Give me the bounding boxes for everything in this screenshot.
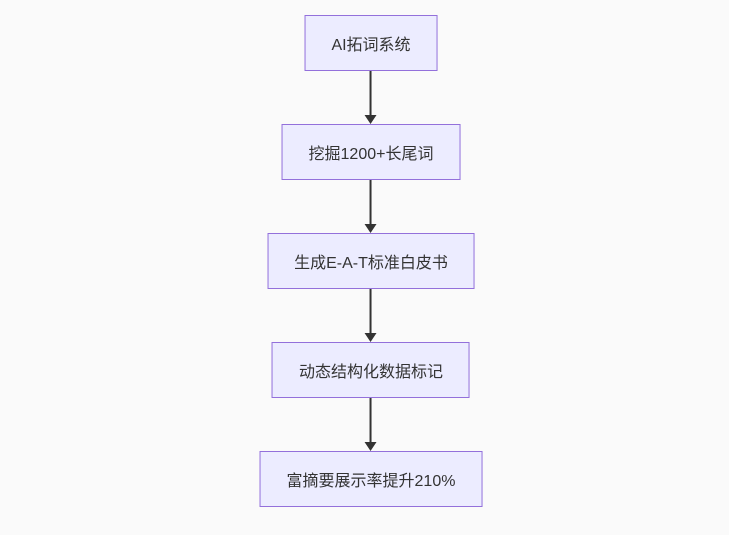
- flow-arrow-4: [365, 398, 377, 451]
- flow-column: AI拓词系统 挖掘1200+长尾词 生成E-A-T标准白皮书 动态结构化数据标记…: [259, 15, 483, 507]
- arrow-line: [370, 289, 372, 333]
- flow-arrow-1: [365, 71, 377, 124]
- flow-node-longtail-mining: 挖掘1200+长尾词: [281, 124, 461, 180]
- arrow-down-icon: [365, 442, 377, 451]
- flow-arrow-3: [365, 289, 377, 342]
- arrow-line: [370, 71, 372, 115]
- arrow-line: [370, 180, 372, 224]
- flow-node-rich-snippet-result: 富摘要展示率提升210%: [259, 451, 483, 507]
- flow-arrow-2: [365, 180, 377, 233]
- arrow-down-icon: [365, 333, 377, 342]
- arrow-down-icon: [365, 115, 377, 124]
- flow-node-eat-whitepaper: 生成E-A-T标准白皮书: [267, 233, 475, 289]
- arrow-down-icon: [365, 224, 377, 233]
- flow-node-ai-keyword-system: AI拓词系统: [304, 15, 438, 71]
- flow-node-structured-data-markup: 动态结构化数据标记: [271, 342, 470, 398]
- arrow-line: [370, 398, 372, 442]
